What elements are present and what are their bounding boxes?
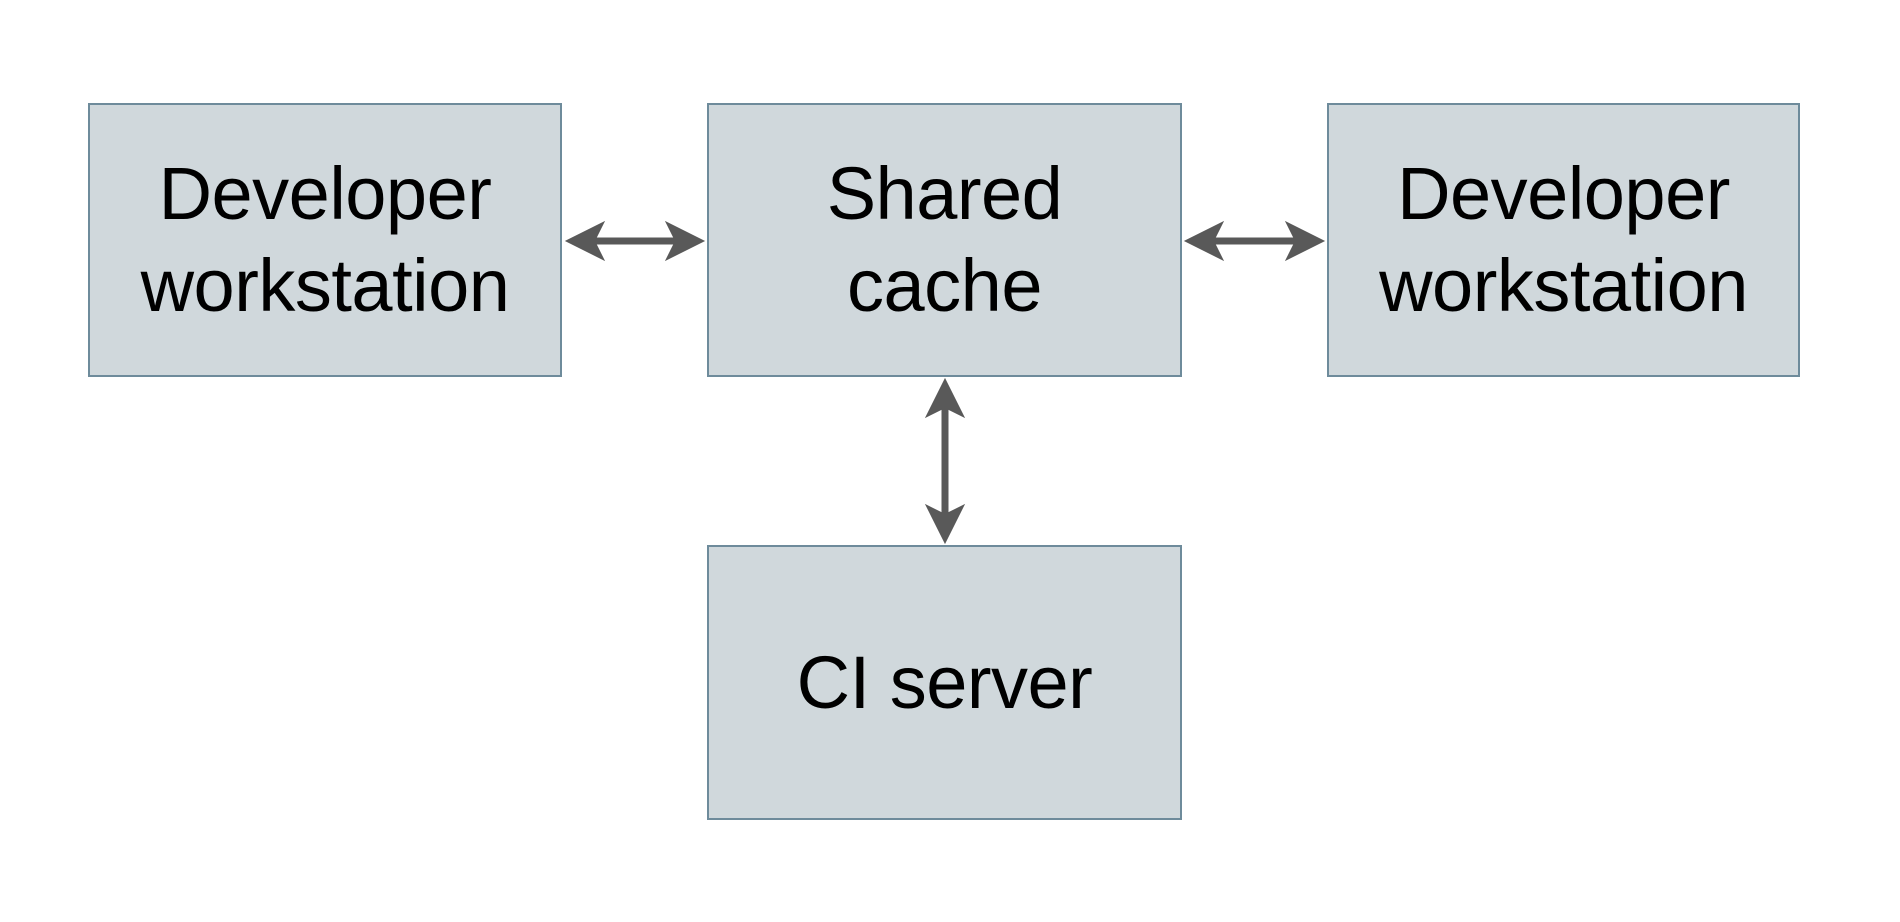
edge-dev-left-to-shared-cache[interactable] [560, 212, 710, 270]
node-label: Shared cache [826, 152, 1063, 327]
node-label: CI server [796, 640, 1093, 724]
node-developer-workstation-right[interactable]: Developer workstation [1327, 103, 1800, 377]
node-developer-workstation-left[interactable]: Developer workstation [88, 103, 562, 377]
node-label: Developer workstation [140, 152, 510, 327]
edge-shared-cache-to-ci-server[interactable] [916, 375, 974, 547]
bidirectional-arrow-icon [924, 377, 966, 545]
node-label: Developer workstation [1379, 152, 1748, 327]
edge-shared-cache-to-dev-right[interactable] [1179, 212, 1330, 270]
node-ci-server[interactable]: CI server [707, 545, 1182, 820]
bidirectional-arrow-icon [564, 220, 706, 262]
node-shared-cache[interactable]: Shared cache [707, 103, 1182, 377]
bidirectional-arrow-icon [1183, 220, 1326, 262]
